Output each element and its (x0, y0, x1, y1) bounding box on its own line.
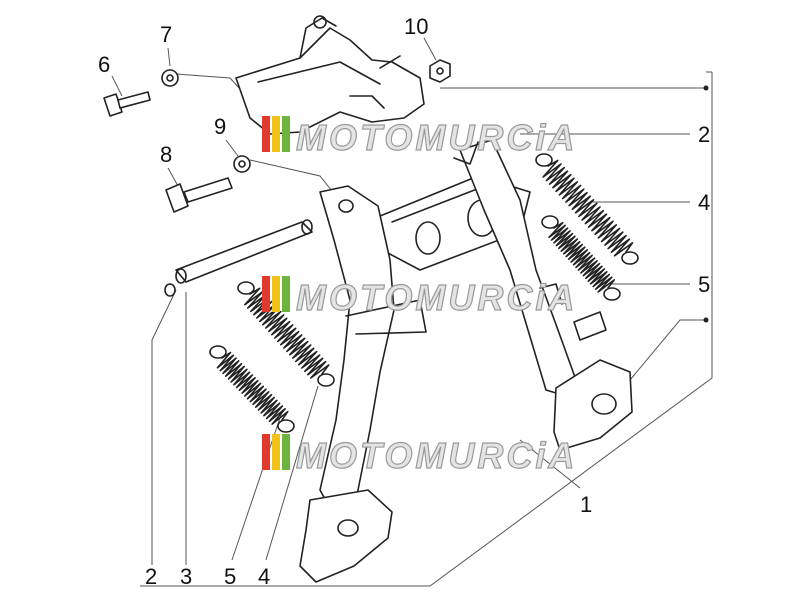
watermark-middle: MOTOMURCiA (262, 276, 577, 319)
callout-7: 7 (160, 22, 172, 47)
watermark-stripe-red (262, 276, 270, 312)
watermark-stripe-green (282, 434, 290, 470)
watermark-text: MOTOMURCiA (296, 435, 577, 476)
callout-9: 9 (214, 114, 226, 139)
circlip (164, 283, 176, 297)
watermark-text: MOTOMURCiA (296, 117, 577, 158)
watermark-stripe-green (282, 276, 290, 312)
bolt-8 (165, 177, 233, 213)
washer-9 (233, 155, 251, 173)
callout-8: 8 (160, 142, 172, 167)
watermark-stripe-yellow (272, 276, 280, 312)
bolt-6 (103, 91, 151, 117)
watermark-top: MOTOMURCiA (262, 116, 577, 159)
callout-2-bottom: 2 (145, 564, 157, 589)
spring-upper-right-4 (535, 153, 639, 265)
callout-labels: 1 2 4 5 2 3 5 4 6 7 8 9 10 (98, 14, 710, 589)
pivot-pin (175, 219, 313, 284)
spring-lower-right-5 (541, 215, 621, 301)
leader-dot (703, 85, 709, 91)
callout-6: 6 (98, 52, 110, 77)
watermark-stripe-green (282, 116, 290, 152)
callout-1: 1 (580, 492, 592, 517)
watermark-stripe-yellow (272, 434, 280, 470)
watermark-stripe-red (262, 434, 270, 470)
watermark-stripe-red (262, 116, 270, 152)
callout-5-right: 5 (698, 272, 710, 297)
leader-dot (703, 317, 709, 323)
spring-lower-left-4 (237, 281, 335, 387)
washer-7 (161, 69, 179, 87)
callout-10: 10 (404, 14, 428, 39)
callout-5-bottom: 5 (224, 564, 236, 589)
callout-2-top: 2 (698, 122, 710, 147)
watermark-bottom: MOTOMURCiA (262, 434, 577, 477)
callout-3: 3 (180, 564, 192, 589)
spring-lower-left-5 (209, 345, 295, 433)
callout-4-right: 4 (698, 190, 710, 215)
nut-10 (429, 59, 451, 83)
callout-4-bottom: 4 (258, 564, 270, 589)
watermark-text: MOTOMURCiA (296, 277, 577, 318)
center-stand-frame (235, 15, 633, 583)
watermark-stripe-yellow (272, 116, 280, 152)
